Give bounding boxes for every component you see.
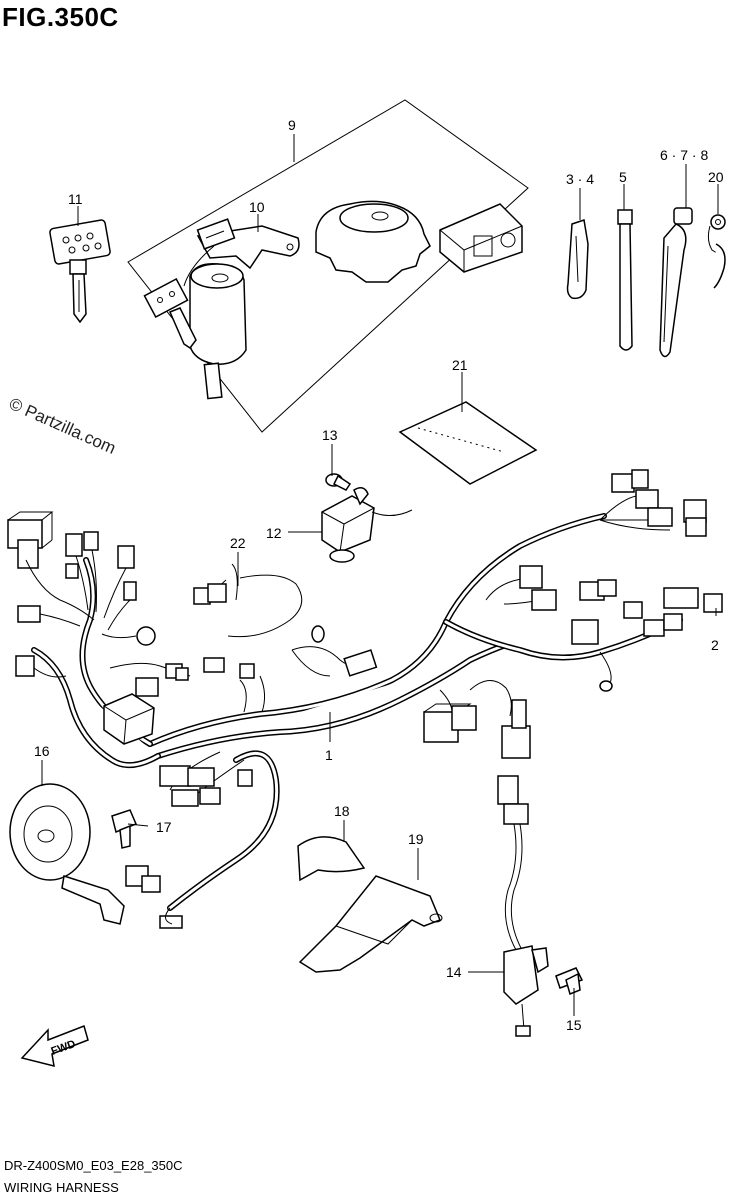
part-label-16: 16 [34,743,50,759]
part-label-10: 10 [249,199,265,215]
part-label-9: 9 [288,117,296,133]
rear-brake-switch-14[interactable] [497,775,549,1037]
cable-tie[interactable] [617,209,633,351]
part-label-19: 19 [408,831,424,847]
part-label-22: 22 [230,535,246,551]
part-label-11: 11 [68,191,83,207]
part-labels: 9 10 11 3 · 4 5 6 · 7 · 8 20 21 13 12 22… [34,117,724,1033]
part-label-1: 1 [325,747,333,763]
seat-lock[interactable] [439,203,523,273]
fuel-cap[interactable] [315,200,431,283]
side-stand-switch-12[interactable] [321,487,413,563]
part-label-5: 5 [619,169,627,185]
main-coupler[interactable] [103,663,253,807]
connector-branch-22[interactable] [175,583,378,681]
bolt-15[interactable] [555,967,584,996]
forward-arrow: FWD [20,1025,89,1068]
cover-18[interactable] [297,836,366,882]
leader-lines [41,134,719,1016]
part-label-13: 13 [322,427,338,443]
spare-key[interactable] [143,277,197,350]
part-label-3-4: 3 · 4 [566,171,594,187]
figure-name: WIRING HARNESS [4,1180,119,1195]
part-label-20: 20 [708,169,724,185]
part-label-2: 2 [711,637,719,653]
cable-clip[interactable] [707,214,726,289]
harness-clamp[interactable] [566,219,589,300]
connector-cluster-left[interactable] [7,511,156,678]
key-with-tag[interactable] [49,219,111,324]
main-wiring-harness[interactable] [31,495,683,911]
part-label-17: 17 [156,819,172,835]
figure-title: FIG.350C [2,2,119,32]
bracket-19[interactable] [298,875,443,973]
part-label-14: 14 [446,964,462,980]
screw-13[interactable] [325,473,352,491]
figure-code: DR-Z400SM0_E03_E28_350C [4,1158,183,1173]
part-label-12: 12 [266,525,282,541]
part-label-6-7-8: 6 · 7 · 8 [660,147,708,163]
part-label-15: 15 [566,1017,582,1033]
bolt-17[interactable] [111,809,137,849]
connector-lower-right[interactable] [423,699,531,759]
connector-cluster-right[interactable] [519,469,723,692]
part-label-21: 21 [452,357,468,373]
ignition-switch[interactable] [183,218,300,400]
horn-16[interactable] [9,783,183,929]
clamp-tie[interactable] [659,207,693,358]
caution-sheet[interactable] [398,401,538,485]
part-label-18: 18 [334,803,350,819]
